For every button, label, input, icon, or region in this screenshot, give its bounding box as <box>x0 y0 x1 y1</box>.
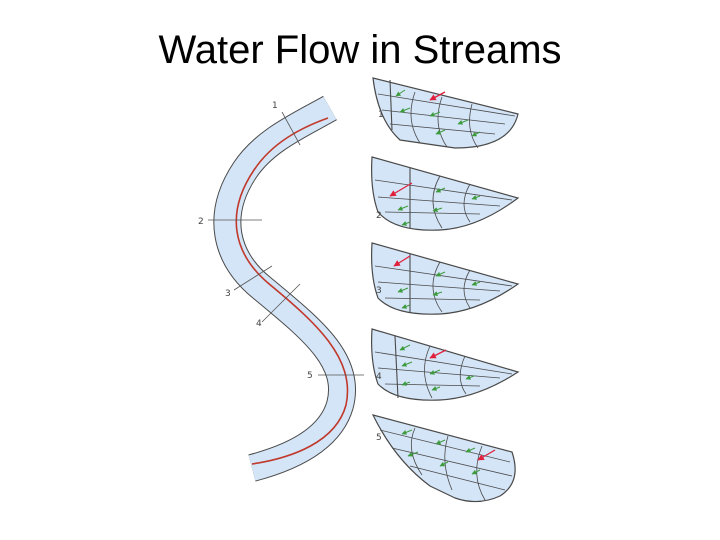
cross-section-label-3: 3 <box>376 286 382 296</box>
river-plan-view: 1 2 3 4 5 <box>198 95 364 482</box>
section-line-1 <box>281 111 301 146</box>
cross-section-label-5: 5 <box>376 433 382 443</box>
section-line-3 <box>233 265 273 291</box>
cross-section-label-1: 1 <box>378 110 384 120</box>
thalweg-line <box>235 117 349 465</box>
cross-section-1: 1 <box>372 77 519 149</box>
river-label-5: 5 <box>307 371 313 381</box>
cross-section-5: 5 <box>371 414 516 503</box>
cross-section-label-2: 2 <box>376 211 382 221</box>
cross-section-label-4: 4 <box>376 372 382 382</box>
river-label-4: 4 <box>256 319 262 329</box>
river-label-1: 1 <box>272 101 278 111</box>
river-label-3: 3 <box>225 289 231 299</box>
cross-section-2: 2 <box>371 156 520 231</box>
cross-section-3: 3 <box>371 242 520 315</box>
section-line-4 <box>261 283 301 323</box>
river-label-2: 2 <box>198 217 204 227</box>
cross-section-4: 4 <box>371 328 520 401</box>
slide-title: Water Flow in Streams <box>158 28 562 72</box>
